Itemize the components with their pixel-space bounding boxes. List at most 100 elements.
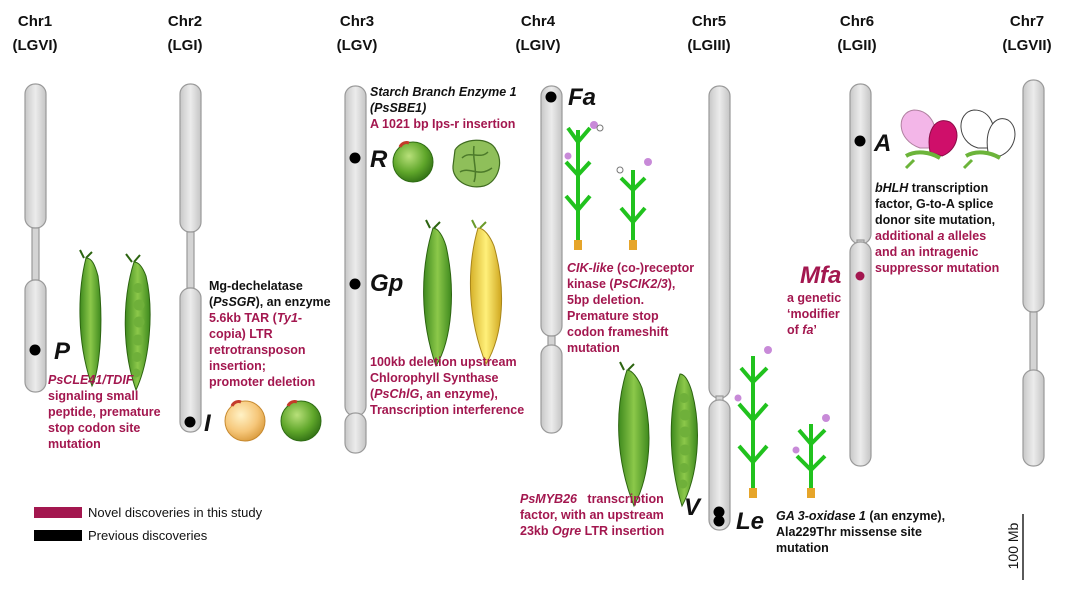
yellow-pod-icon xyxy=(469,219,503,366)
note-p-line: mutation xyxy=(48,437,101,451)
chromosome-1 xyxy=(24,83,47,393)
flower-icon xyxy=(616,158,652,174)
note-fa-line: 5bp deletion. xyxy=(567,293,645,307)
chromosome-7 xyxy=(1022,79,1045,467)
note-a-line: factor, G-to-A splice xyxy=(875,197,994,211)
locus-i-marker xyxy=(184,416,196,428)
locus-gp-marker xyxy=(349,278,361,290)
note-i-line: 5.6kb TAR (Ty1- xyxy=(209,311,303,325)
flower-icon xyxy=(564,121,604,160)
yellow-pea-icon xyxy=(224,400,266,442)
chr2-name: Chr2 xyxy=(167,13,203,30)
note-fa-line: CIK-like (co-)receptor xyxy=(567,261,695,275)
gene-label-v: V xyxy=(684,494,701,521)
note-mfa: a genetic ‘modifier of fa’ xyxy=(787,290,841,338)
locus-a-marker xyxy=(854,135,866,147)
note-mfa-line: ‘modifier xyxy=(787,307,840,321)
chr3-title: Chr3 (LGV) xyxy=(312,10,402,58)
note-le: GA 3-oxidase 1 (an enzyme), Ala229Thr mi… xyxy=(776,508,945,556)
chr3-linkage-group: (LGV) xyxy=(336,37,378,54)
gene-label-gp: Gp xyxy=(370,270,404,297)
note-le-line: mutation xyxy=(776,541,829,555)
chr4-name: Chr4 xyxy=(520,13,556,30)
chr4-title: Chr4 (LGIV) xyxy=(493,10,583,58)
note-i-line: promoter deletion xyxy=(209,375,316,389)
note-mfa-line: of fa’ xyxy=(787,323,817,337)
note-p: PsCLE41/TDIF signaling small peptide, pr… xyxy=(48,372,161,452)
chromosome-3 xyxy=(344,85,367,454)
chr2-title: Chr2 (LGI) xyxy=(140,10,230,58)
note-i-line: Mg-dechelatase xyxy=(209,279,303,293)
note-v-line: PsMYB26 transcription xyxy=(520,492,664,506)
chr5-linkage-group: (LGIII) xyxy=(687,37,731,54)
note-le-line: Ala229Thr missense site xyxy=(776,525,922,539)
flower-icon xyxy=(734,346,772,402)
pea-pod-icon xyxy=(670,373,698,508)
note-i: Mg-dechelatase (PsSGR), an enzyme 5.6kb … xyxy=(209,278,331,390)
chr6-linkage-group: (LGII) xyxy=(837,37,877,54)
round-pea-icon xyxy=(392,141,434,183)
pea-pod-icon xyxy=(618,361,650,508)
chr2-linkage-group: (LGI) xyxy=(167,37,203,54)
chr4-linkage-group: (LGIV) xyxy=(515,37,561,54)
gene-label-le: Le xyxy=(736,508,765,535)
chr3-name: Chr3 xyxy=(339,13,375,30)
note-gp-line: 100kb deletion upstream xyxy=(370,355,517,369)
gene-label-mfa: Mfa xyxy=(800,262,842,289)
note-i-line: copia) LTR xyxy=(209,327,273,341)
flower-icon xyxy=(792,414,830,454)
note-le-line: GA 3-oxidase 1 (an enzyme), xyxy=(776,509,946,523)
locus-le-marker xyxy=(713,515,725,527)
note-i-line: retrotransposon xyxy=(209,343,306,357)
chr7-title: Chr7 (LGVII) xyxy=(982,10,1072,58)
legend-novel-swatch xyxy=(34,507,82,518)
chr6-title: Chr6 (LGII) xyxy=(812,10,902,58)
chromosome-2 xyxy=(179,83,202,433)
note-a: bHLH transcription factor, G-to-A splice… xyxy=(875,180,999,276)
pea-pod-icon xyxy=(423,219,452,368)
note-gp-line: (PsChlG, an enzyme), xyxy=(370,387,498,401)
flower-icon xyxy=(900,109,958,170)
note-mfa-line: a genetic xyxy=(787,291,842,305)
note-v: PsMYB26 transcription factor, with an up… xyxy=(520,491,664,539)
note-p-line: peptide, premature xyxy=(48,405,161,419)
chr6-name: Chr6 xyxy=(839,13,875,30)
note-a-line: and an intragenic xyxy=(875,245,979,259)
scale-label: 100 Mb xyxy=(1005,522,1021,570)
gene-label-p: P xyxy=(54,338,71,365)
legend-previous: Previous discoveries xyxy=(34,528,207,543)
pea-plant-icon xyxy=(619,170,647,250)
gene-label-r: R xyxy=(370,146,388,173)
note-p-line: stop codon site xyxy=(48,421,141,435)
note-a-line: donor site mutation, xyxy=(875,213,996,227)
note-a-line: additional a alleles xyxy=(875,229,987,243)
note-fa-line: Premature stop xyxy=(567,309,659,323)
wrinkled-pea-icon xyxy=(452,139,501,188)
pea-plant-icon xyxy=(564,126,592,250)
chr7-name: Chr7 xyxy=(1009,13,1045,30)
note-fa-line: kinase (PsCIK2/3), xyxy=(567,277,676,291)
gene-label-a: A xyxy=(874,130,892,157)
chr1-name: Chr1 xyxy=(17,13,53,30)
pea-plant-icon xyxy=(737,356,769,498)
note-gp-line: Chlorophyll Synthase xyxy=(370,371,499,385)
note-r-line: Starch Branch Enzyme 1 xyxy=(370,85,517,99)
chromosome-6 xyxy=(849,83,872,467)
note-p-line: PsCLE41/TDIF xyxy=(48,373,134,387)
note-a-line: bHLH transcription xyxy=(875,181,989,195)
chr5-name: Chr5 xyxy=(691,13,727,30)
chromosome-5 xyxy=(708,85,731,531)
note-v-line: 23kb Ogre LTR insertion xyxy=(520,524,665,538)
chr1-linkage-group: (LGVI) xyxy=(12,37,58,54)
note-gp-line: Transcription interference xyxy=(370,403,525,417)
note-fa: CIK-like (co-)receptor kinase (PsCIK2/3)… xyxy=(567,260,694,356)
chr1-title: Chr1 (LGVI) xyxy=(0,10,80,58)
locus-p-marker xyxy=(29,344,41,356)
chr5-title: Chr5 (LGIII) xyxy=(664,10,754,58)
pea-plant-icon xyxy=(795,424,827,498)
legend-novel: Novel discoveries in this study xyxy=(34,505,262,520)
flower-icon xyxy=(960,109,1016,170)
green-pea-icon xyxy=(280,400,322,442)
note-a-line: suppressor mutation xyxy=(875,261,1000,275)
